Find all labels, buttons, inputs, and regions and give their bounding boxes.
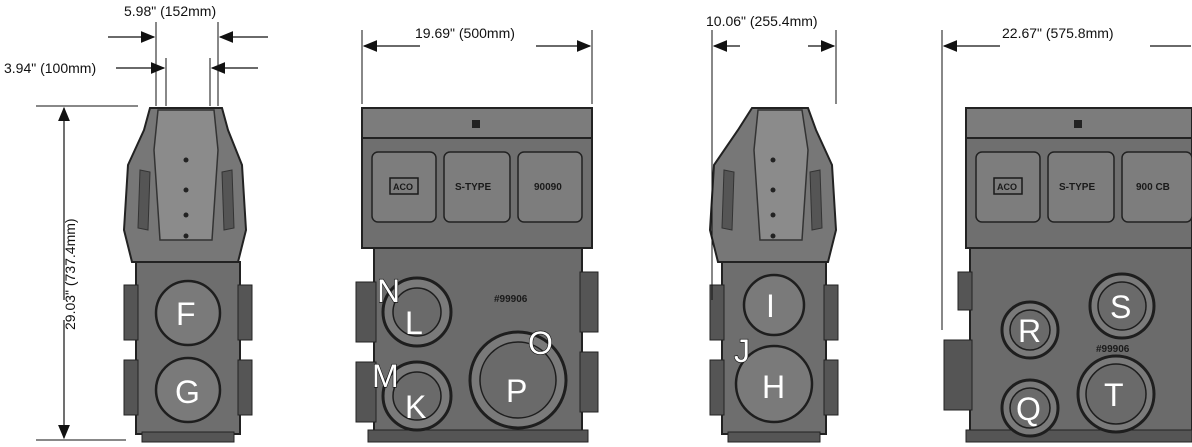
label-o: O: [528, 325, 553, 361]
dim-text-rear-side-width: 10.06" (255.4mm): [706, 13, 818, 29]
emb-rear-2: S-TYPE: [1059, 182, 1095, 193]
label-r: R: [1018, 313, 1041, 349]
emb-front-part: #99906: [494, 294, 528, 305]
dim-text-top-width: 5.98" (152mm): [124, 3, 216, 19]
label-g: G: [175, 374, 200, 410]
emb-rear-1: ACO: [997, 182, 1017, 192]
emb-front-2: S-TYPE: [455, 182, 491, 193]
label-s: S: [1110, 289, 1131, 325]
label-f: F: [176, 296, 196, 332]
dim-text-height: 29.03" (737.4mm): [62, 218, 78, 330]
dim-top-width-left: 5.98" (152mm): [108, 3, 268, 106]
label-j: J: [734, 333, 750, 369]
label-i: I: [766, 288, 775, 324]
label-h: H: [762, 369, 785, 405]
dim-height: 29.03" (737.4mm): [36, 105, 138, 441]
rear-view: ACO S-TYPE 900 CB #99906 R S T Q: [943, 107, 1192, 443]
dim-rear-side-width: 10.06" (255.4mm): [706, 13, 837, 300]
emb-front-1: ACO: [393, 182, 413, 192]
emb-front-3: 90090: [534, 182, 562, 193]
dim-text-neck-width: 3.94" (100mm): [4, 60, 96, 76]
label-n: N: [377, 273, 400, 309]
dim-text-rear-width: 22.67" (575.8mm): [1002, 25, 1114, 41]
label-m: M: [372, 358, 399, 394]
label-l: L: [405, 305, 423, 341]
front-view: ACO S-TYPE 90090 #99906 N L M K O P: [355, 107, 599, 443]
dim-rear-width: 22.67" (575.8mm): [941, 25, 1191, 330]
label-q: Q: [1016, 391, 1041, 427]
label-k: K: [405, 389, 426, 425]
emb-rear-3: 900 CB: [1136, 182, 1170, 193]
dim-front-width: 19.69" (500mm): [361, 25, 593, 104]
dim-text-front-width: 19.69" (500mm): [415, 25, 515, 41]
side-view-left: F G: [122, 107, 253, 443]
dim-neck-width-left: 3.94" (100mm): [4, 58, 258, 106]
emb-rear-part: #99906: [1096, 344, 1130, 355]
side-view-right: I J H: [708, 107, 839, 443]
label-t: T: [1104, 377, 1124, 413]
label-p: P: [506, 373, 527, 409]
